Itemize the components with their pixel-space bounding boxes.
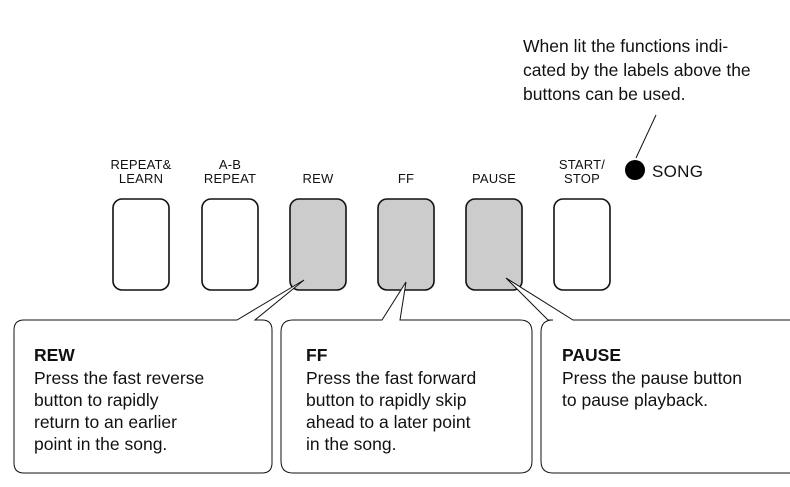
callout-rew: REW Press the fast reverse button to rap… <box>34 344 266 455</box>
callout-ff-box <box>280 281 533 474</box>
button-ff[interactable] <box>377 198 435 291</box>
callout-pause: PAUSE Press the pause button to pause pl… <box>562 344 784 411</box>
button-label-rew: REW <box>302 171 334 186</box>
button-label-start-stop: START/STOP <box>558 157 606 186</box>
callout-ff: FF Press the fast forward button to rapi… <box>306 344 528 455</box>
callout-ff-body: Press the fast forward button to rapidly… <box>306 368 477 454</box>
callout-ff-title: FF <box>306 345 328 365</box>
button-pause[interactable] <box>465 198 523 291</box>
callout-pause-body: Press the pause button to pause playback… <box>562 368 742 410</box>
callout-pause-box <box>505 277 790 474</box>
button-ab-repeat[interactable] <box>201 198 259 291</box>
button-rew[interactable] <box>289 198 347 291</box>
button-label-ff: FF <box>397 171 415 186</box>
button-start-stop[interactable] <box>553 198 611 291</box>
button-label-pause: PAUSE <box>471 171 517 186</box>
button-repeat-learn[interactable] <box>112 198 170 291</box>
callout-pause-title: PAUSE <box>562 345 621 365</box>
song-indicator-label: SONG <box>652 162 704 181</box>
callout-rew-box <box>13 279 305 474</box>
button-label-repeat-learn: REPEAT&LEARN <box>110 157 172 186</box>
callout-rew-title: REW <box>34 345 75 365</box>
callout-rew-body: Press the fast reverse button to rapidly… <box>34 368 205 454</box>
indicator-note: When lit the functions indi- cated by th… <box>523 36 751 104</box>
note-leader-line <box>635 114 657 159</box>
song-indicator-lamp <box>625 160 645 180</box>
